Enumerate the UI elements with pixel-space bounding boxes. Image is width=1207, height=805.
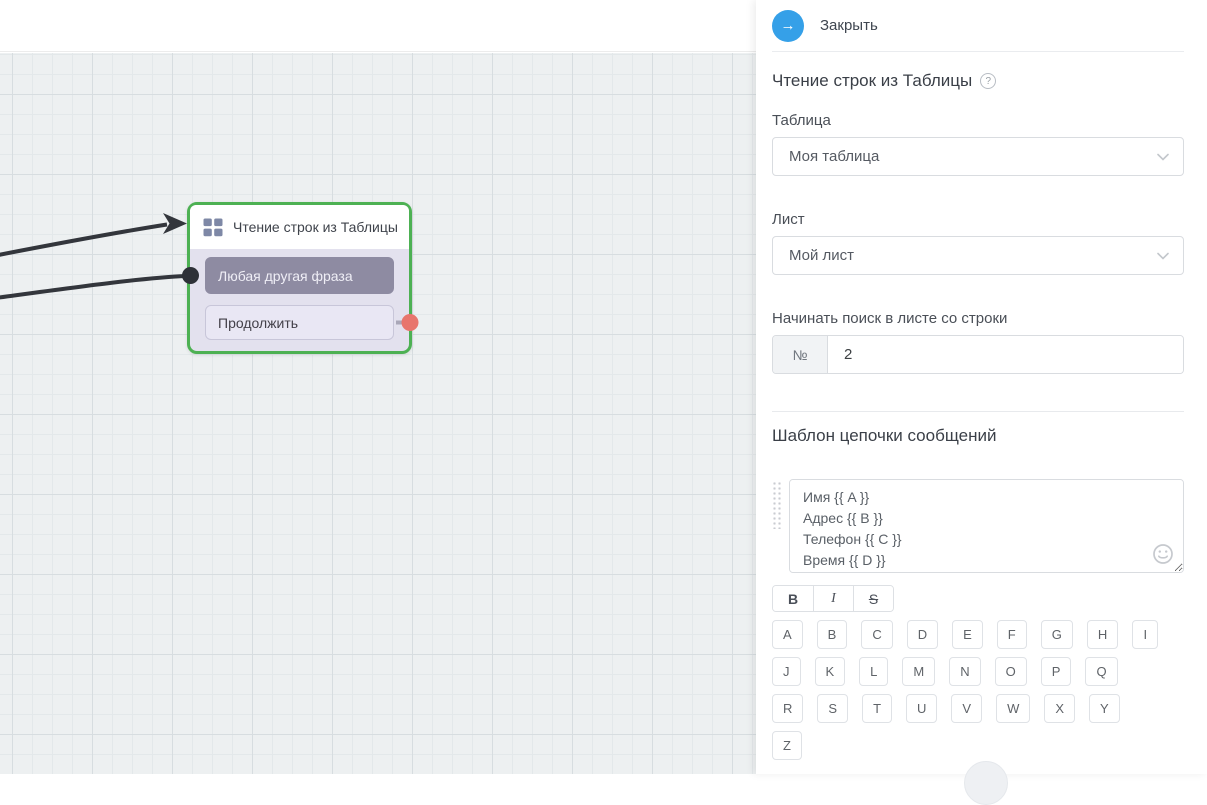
column-letter-button-s[interactable]: S — [817, 694, 849, 723]
arrow-right-icon[interactable]: → — [772, 9, 804, 42]
table-select-value: Моя таблица — [789, 148, 880, 165]
edge-incoming-to-node[interactable] — [0, 222, 168, 258]
node-button-continue[interactable]: Продолжить — [205, 305, 394, 340]
drag-handle[interactable] — [772, 481, 783, 529]
node-button-any-other-phrase[interactable]: Любая другая фраза — [205, 257, 394, 294]
canvas-grid-background[interactable] — [0, 53, 756, 774]
help-glyph: ? — [985, 75, 992, 87]
close-button-label: Закрыть — [820, 17, 878, 34]
node-settings-panel: → Закрыть Чтение строк из Таблицы ? Табл… — [756, 0, 1207, 805]
message-template-textarea[interactable]: Имя {{ A }} Адрес {{ B }} Телефон {{ C }… — [789, 479, 1184, 573]
column-letter-button-r[interactable]: R — [772, 694, 804, 723]
close-button[interactable]: → Закрыть — [772, 0, 1184, 52]
column-letter-button-p[interactable]: P — [1040, 657, 1072, 686]
column-letter-button-o[interactable]: O — [994, 657, 1027, 686]
column-letter-button-l[interactable]: L — [859, 657, 889, 686]
column-letter-button-v[interactable]: V — [951, 694, 983, 723]
table-select[interactable]: Моя таблица — [772, 137, 1184, 176]
table-field-label: Таблица — [772, 112, 831, 129]
column-letter-button-a[interactable]: A — [772, 620, 803, 649]
column-letter-button-y[interactable]: Y — [1089, 694, 1120, 723]
help-icon[interactable]: ? — [980, 73, 997, 89]
start-row-field-label: Начинать поиск в листе со строки — [772, 310, 1008, 327]
column-letter-button-i[interactable]: I — [1132, 620, 1159, 649]
column-letter-button-m[interactable]: M — [902, 657, 936, 686]
chevron-down-icon — [1157, 252, 1169, 260]
sheet-select[interactable]: Мой лист — [772, 236, 1184, 275]
column-letter-button-f[interactable]: F — [996, 620, 1027, 649]
column-letter-button-u[interactable]: U — [906, 694, 938, 723]
strikethrough-button[interactable]: S — [853, 586, 893, 611]
flow-node-title: Чтение строк из Таблицы — [233, 219, 398, 235]
column-letter-button-j[interactable]: J — [772, 657, 801, 686]
template-section-heading: Шаблон цепочки сообщений — [772, 426, 997, 445]
format-toolbar: B I S — [772, 585, 894, 612]
sheet-select-value: Мой лист — [789, 247, 855, 264]
column-letter-button-n[interactable]: N — [949, 657, 981, 686]
flow-node-table-read[interactable]: Чтение строк из Таблицы Любая другая фра… — [187, 202, 412, 354]
column-letter-button-q[interactable]: Q — [1085, 657, 1118, 686]
column-letter-button-h[interactable]: H — [1086, 620, 1119, 649]
column-letter-button-t[interactable]: T — [862, 694, 893, 723]
row-number-prefix: № — [773, 336, 828, 373]
column-letter-button-g[interactable]: G — [1040, 620, 1073, 649]
column-letter-button-c[interactable]: C — [861, 620, 893, 649]
flow-canvas[interactable]: Чтение строк из Таблицы Любая другая фра… — [0, 0, 756, 774]
italic-button[interactable]: I — [813, 586, 853, 611]
edge-incoming-to-port[interactable] — [0, 274, 187, 300]
bottom-fab-button[interactable] — [964, 761, 1008, 805]
arrow-glyph: → — [780, 17, 796, 34]
sheet-field-label: Лист — [772, 211, 805, 228]
flow-node-header[interactable]: Чтение строк из Таблицы — [190, 205, 409, 249]
column-letter-button-z[interactable]: Z — [772, 731, 802, 760]
column-letter-button-b[interactable]: B — [816, 620, 848, 649]
canvas-toolbar — [0, 0, 756, 52]
column-letter-button-w[interactable]: W — [996, 694, 1031, 723]
bold-button[interactable]: B — [773, 586, 813, 611]
section-divider — [772, 411, 1184, 412]
start-row-input[interactable] — [828, 336, 1183, 373]
column-letter-button-e[interactable]: E — [952, 620, 983, 649]
flow-node-body: Любая другая фраза Продолжить — [190, 249, 409, 351]
column-letter-button-k[interactable]: K — [814, 657, 846, 686]
table-icon — [203, 218, 223, 236]
start-row-input-group: № — [772, 335, 1184, 374]
emoji-icon[interactable] — [1151, 542, 1175, 566]
column-letter-button-d[interactable]: D — [906, 620, 939, 649]
chevron-down-icon — [1157, 153, 1169, 161]
column-letter-button-x[interactable]: X — [1044, 694, 1076, 723]
panel-title: Чтение строк из Таблицы — [772, 71, 973, 90]
